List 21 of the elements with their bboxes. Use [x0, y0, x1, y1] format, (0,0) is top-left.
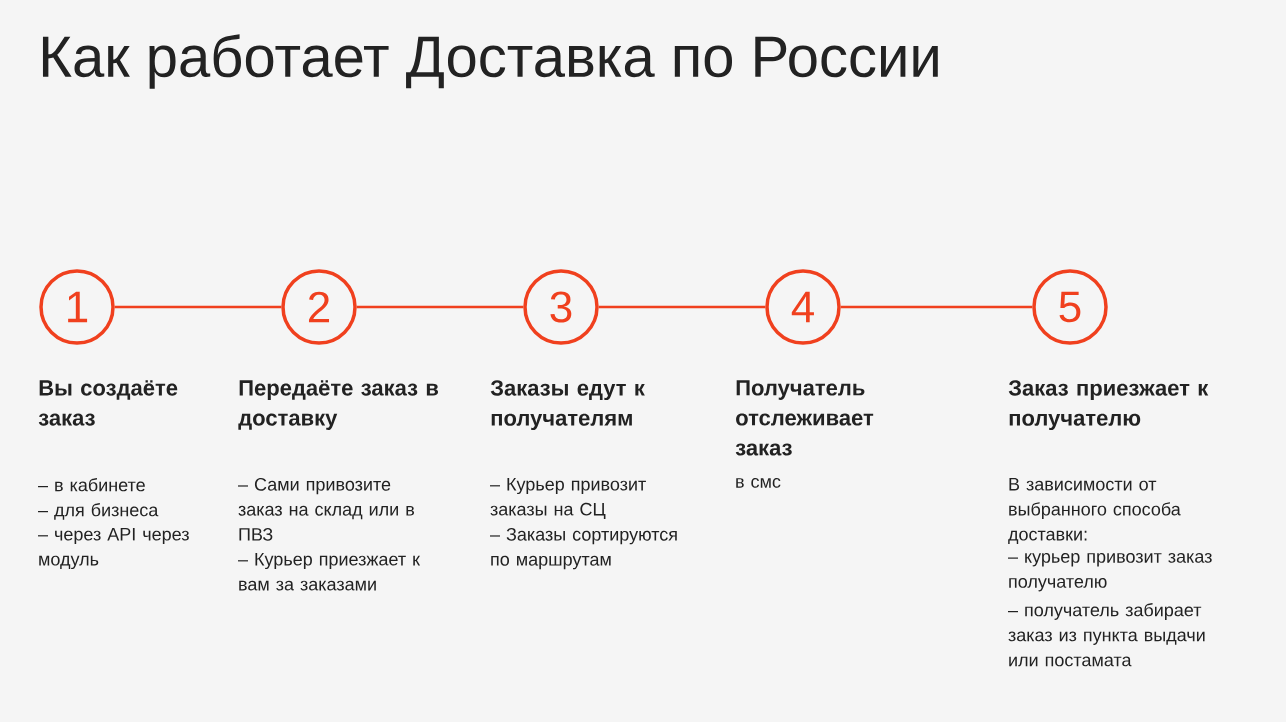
step-heading: Заказ приезжает к получателю — [1008, 380, 1209, 431]
connector-line — [840, 305, 1033, 309]
step-description: – через API через модуль — [38, 528, 189, 570]
step-description: – Курьер привозит заказы на СЦ — [490, 478, 646, 519]
connector-line — [598, 305, 766, 309]
connector-line — [114, 305, 282, 309]
step-heading: Вы создаёте заказ — [38, 380, 178, 426]
title: Как работает Доставка по России — [42, 34, 938, 89]
step-description: – Заказы сортируются по маршрутам — [490, 528, 677, 570]
step-description: – Сами привозите заказ на склад или в ПВЗ — [238, 478, 414, 541]
connector-line — [356, 305, 524, 309]
step-heading: Заказы едут к получателям — [490, 380, 645, 431]
step-heading: Передаёте заказ в доставку — [238, 380, 438, 430]
step-description: – для бизнеса — [38, 503, 159, 520]
step-description: – Курьер приезжает к вам за заказами — [238, 553, 421, 591]
step-description: В зависимости от выбранного способа доставки: — [1008, 478, 1181, 544]
step-description: в смс — [736, 478, 781, 488]
step-description: – в кабинете — [38, 478, 145, 492]
step-heading: Получатель отслеживает заказ — [735, 380, 874, 456]
step-description: – получатель забирает заказ из пункта выдачи или постамата — [1008, 603, 1205, 667]
step-description: – курьер привозит заказ получателю — [1008, 553, 1212, 592]
